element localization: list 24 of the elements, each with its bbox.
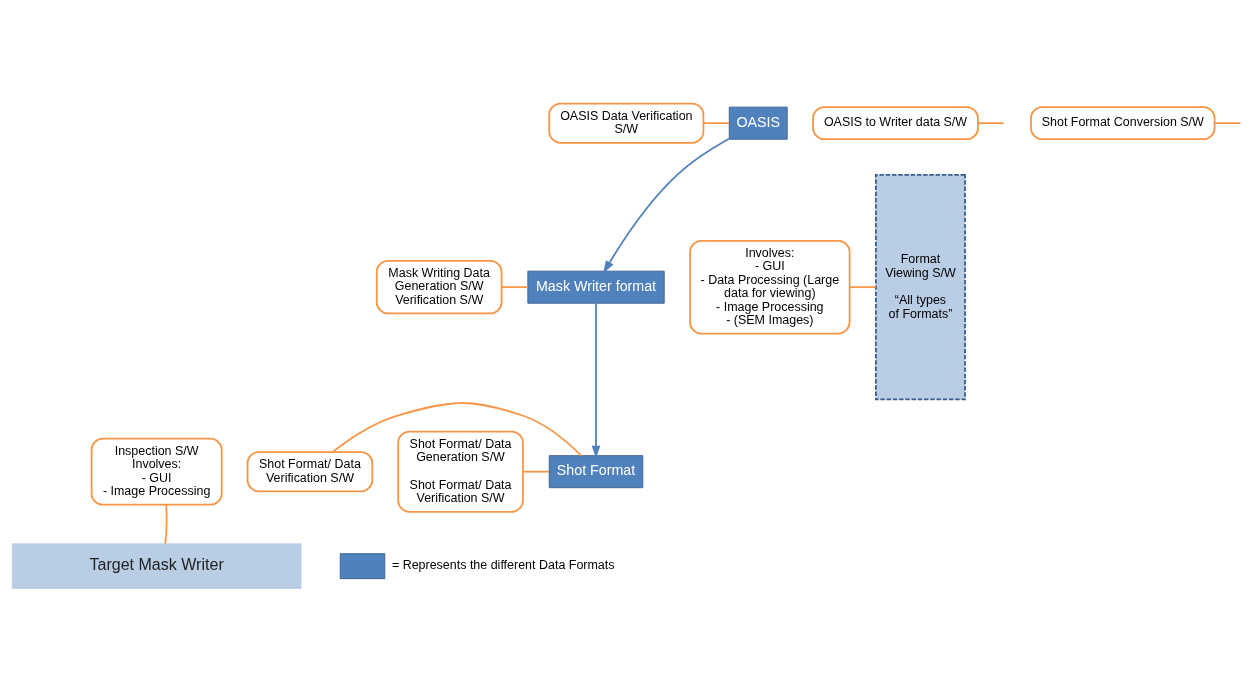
node-box: Mask Writing Data Generation S/W Verification S/W bbox=[375, 259, 503, 314]
node-box: Shot Format bbox=[548, 454, 644, 488]
node-box: Shot Format/ Data Generation S/W Shot Format/ Data Verification S/W bbox=[397, 430, 524, 513]
connector bbox=[702, 121, 731, 124]
legend-label: = Represents the different Data Formats bbox=[391, 557, 615, 572]
node-box: OASIS Data Verification S/W bbox=[548, 102, 705, 144]
node-box: Shot Format/ Data Verification S/W bbox=[246, 450, 374, 492]
connector bbox=[977, 121, 1005, 124]
node-box: Target Mask Writer bbox=[11, 542, 302, 589]
node-box: Shot Format Conversion S/W bbox=[1030, 105, 1216, 140]
node-box: Inspection S/W Involves: - GUI - Image Processing bbox=[90, 437, 223, 506]
connector bbox=[164, 503, 168, 545]
connector bbox=[848, 285, 877, 288]
arrow bbox=[603, 137, 730, 273]
node-box: Involves: - GUI - Data Processing (Large data for viewing) - Image Processing - (SEM Images) bbox=[689, 239, 851, 334]
node-box: OASIS bbox=[728, 106, 788, 140]
node-box: OASIS to Writer data S/W bbox=[812, 105, 979, 140]
connector bbox=[331, 401, 583, 456]
connector bbox=[1213, 121, 1242, 124]
arrow bbox=[591, 301, 601, 458]
connector bbox=[522, 470, 550, 473]
connector bbox=[500, 285, 529, 288]
node-box: Format Viewing S/W “All types of Formats” bbox=[875, 173, 966, 400]
node-box: Mask Writer format bbox=[527, 270, 665, 304]
